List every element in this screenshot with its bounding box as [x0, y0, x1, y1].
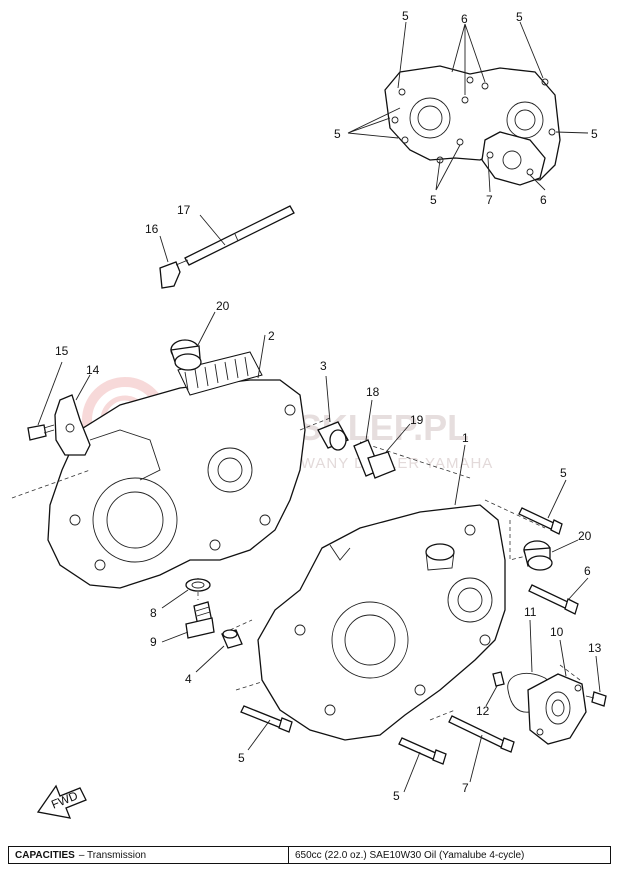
part-20-bushing [523, 539, 579, 571]
callout-6: 6 [461, 12, 468, 26]
part-14-bracket [54, 374, 91, 456]
part-5-bolt [518, 479, 567, 535]
part-19-sleeve [367, 423, 411, 479]
part-12-pin [485, 671, 505, 707]
callout-7: 7 [486, 193, 493, 207]
part-15-bolt [27, 361, 63, 441]
capacities-item: – Transmission [78, 849, 147, 861]
callout-8: 8 [150, 606, 157, 620]
callout-5: 5 [402, 9, 409, 23]
callout-2: 2 [268, 329, 275, 343]
callout-13: 13 [588, 641, 602, 655]
part-17-pipe [159, 205, 295, 289]
callout-5: 5 [238, 751, 245, 765]
callout-20: 20 [216, 299, 230, 313]
part-3-collar [317, 375, 349, 451]
callout-12: 12 [476, 704, 490, 718]
capacities-label: CAPACITIES [15, 849, 75, 861]
part-1-right-crankcase [257, 444, 506, 741]
callout-3: 3 [320, 359, 327, 373]
callout-20: 20 [578, 529, 592, 543]
capacities-value-cell: 650cc (22.0 oz.) SAE10W30 Oil (Yamalube … [289, 847, 610, 863]
crankcase-inner-view [347, 21, 589, 193]
callout-10: 10 [550, 625, 564, 639]
callout-5: 5 [560, 466, 567, 480]
callout-1: 1 [462, 431, 469, 445]
part-4-dowel [195, 629, 243, 673]
callout-5: 5 [516, 10, 523, 24]
callout-9: 9 [150, 635, 157, 649]
callout-16: 16 [145, 222, 159, 236]
part-7-bolt [448, 715, 515, 783]
callout-14: 14 [86, 363, 100, 377]
fwd-arrow-icon: FWD [36, 784, 87, 819]
capacities-label-cell: CAPACITIES – Transmission [9, 847, 289, 863]
callout-6: 6 [540, 193, 547, 207]
callout-11: 11 [524, 605, 537, 619]
part-9-drain-plug [161, 601, 215, 643]
part-10-cover [527, 639, 587, 745]
part-2-left-crankcase [47, 334, 306, 589]
capacities-table: CAPACITIES – Transmission 650cc (22.0 oz… [8, 846, 611, 864]
callout-4: 4 [185, 672, 192, 686]
callout-5: 5 [591, 127, 598, 141]
part-13-screw [585, 655, 607, 707]
part-6-bolt [528, 577, 589, 615]
part-5-bolt [398, 737, 447, 793]
callout-7: 7 [462, 781, 469, 795]
callout-5: 5 [393, 789, 400, 803]
callout-19: 19 [410, 413, 424, 427]
callout-6: 6 [584, 564, 591, 578]
callout-5: 5 [430, 193, 437, 207]
callout-5: 5 [334, 127, 341, 141]
callout-18: 18 [366, 385, 380, 399]
callout-15: 15 [55, 344, 69, 358]
capacities-value: 650cc (22.0 oz.) SAE10W30 Oil (Yamalube … [295, 849, 525, 861]
callout-17: 17 [177, 203, 191, 217]
part-8-washer [161, 578, 211, 609]
part-20-bushing [170, 311, 216, 371]
part-5-bolt [240, 705, 293, 751]
